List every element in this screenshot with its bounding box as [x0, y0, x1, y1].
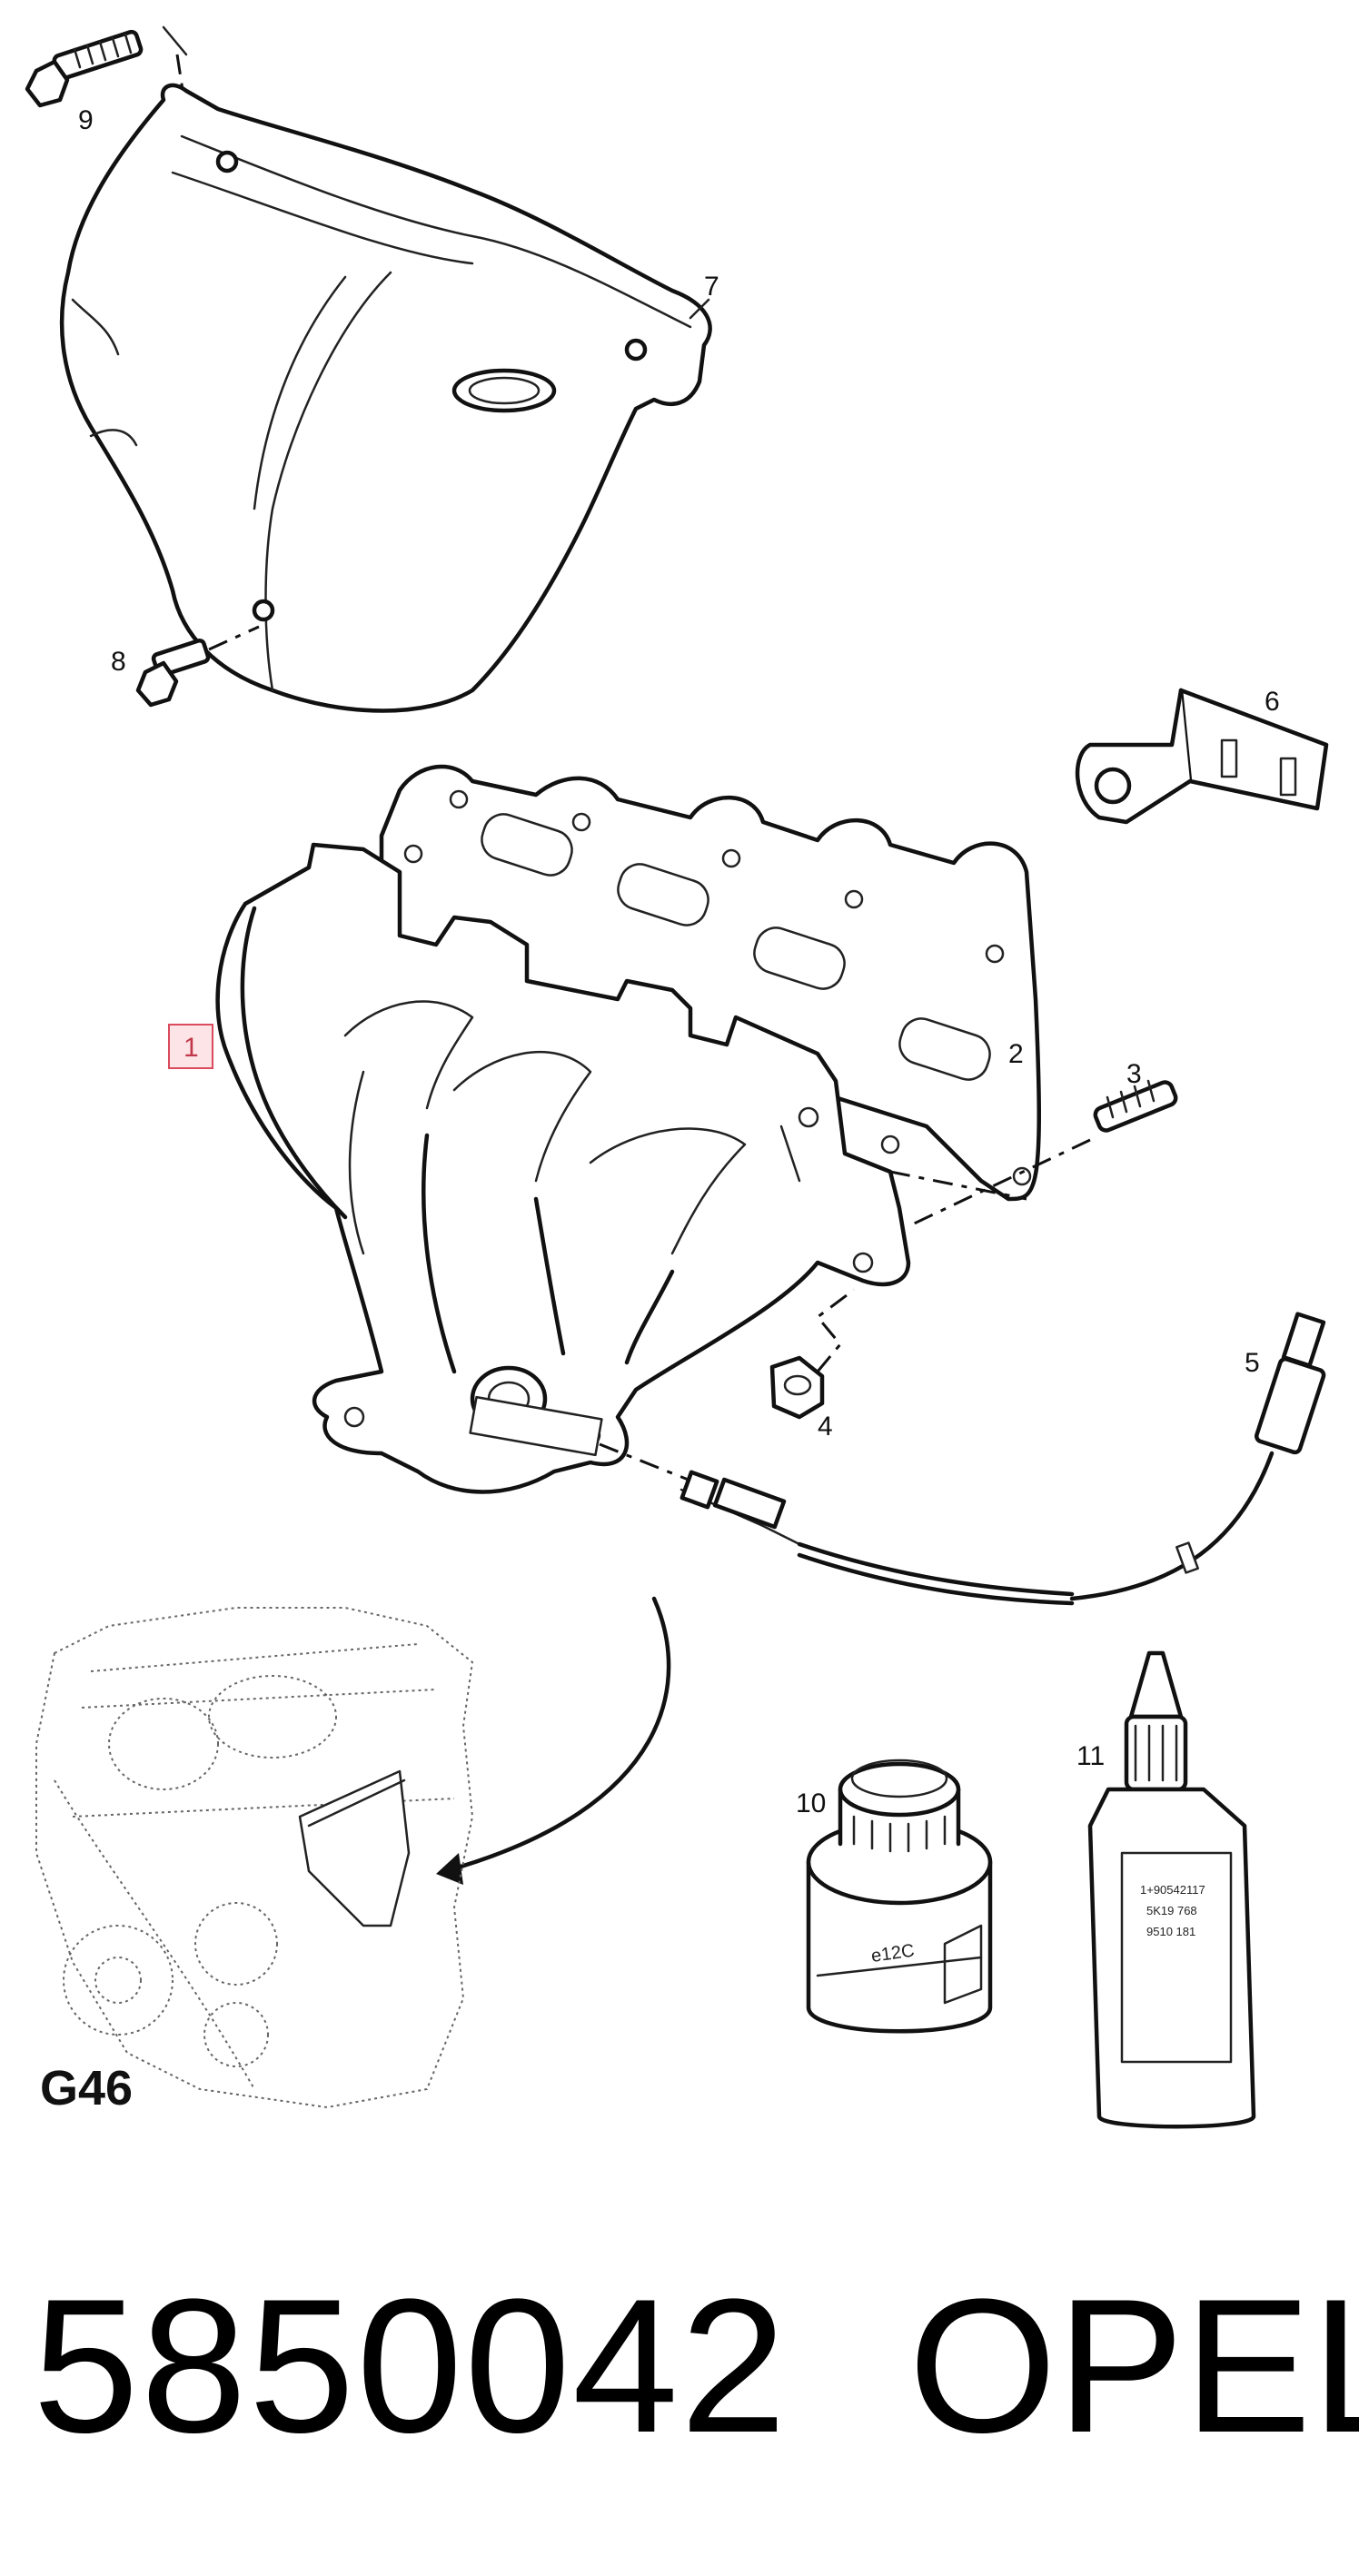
- callout-1-highlight: [168, 1024, 213, 1069]
- group-code: G46: [40, 2061, 134, 2115]
- nut-4: [769, 1288, 855, 1420]
- bolt-9: [25, 25, 197, 173]
- callout-8[interactable]: 8: [111, 647, 126, 677]
- bracket-6: [1075, 688, 1329, 825]
- grease-tin-10: e12C: [806, 1759, 993, 2034]
- callout-9[interactable]: 9: [78, 105, 94, 135]
- callout-11[interactable]: 11: [1076, 1741, 1105, 1771]
- callout-10[interactable]: 10: [796, 1788, 826, 1818]
- bottle-label-line-3: 9510 181: [1146, 1925, 1195, 1938]
- callout-5[interactable]: 5: [1245, 1348, 1260, 1378]
- part-number: 5850042: [33, 2259, 789, 2472]
- engine-sketch: [35, 1607, 474, 2109]
- callout-6[interactable]: 6: [1265, 687, 1280, 717]
- bolt-8: [135, 625, 260, 708]
- location-arrow: [436, 1596, 671, 1885]
- exhaust-manifold-diagram: e12C 1+90542117 5K19 768 9510 181 1 2 3 …: [25, 25, 1329, 2129]
- callout-2[interactable]: 2: [1008, 1039, 1024, 1069]
- stud-3: [889, 1079, 1178, 1228]
- sealant-bottle-11: 1+90542117 5K19 768 9510 181: [1087, 1650, 1256, 2129]
- bottle-label-line-1: 1+90542117: [1140, 1883, 1205, 1897]
- bottle-label-line-2: 5K19 768: [1146, 1904, 1197, 1917]
- callout-1[interactable]: 1: [184, 1033, 199, 1063]
- callout-4[interactable]: 4: [818, 1412, 833, 1442]
- exhaust-manifold-1: [215, 842, 911, 1494]
- oxygen-sensor-5: [599, 1312, 1326, 1606]
- callout-3[interactable]: 3: [1126, 1059, 1142, 1089]
- brand-name: OPEL: [908, 2259, 1359, 2472]
- gasket-2: [379, 764, 1041, 1202]
- heat-shield-7: [59, 83, 712, 713]
- callout-7[interactable]: 7: [704, 272, 719, 302]
